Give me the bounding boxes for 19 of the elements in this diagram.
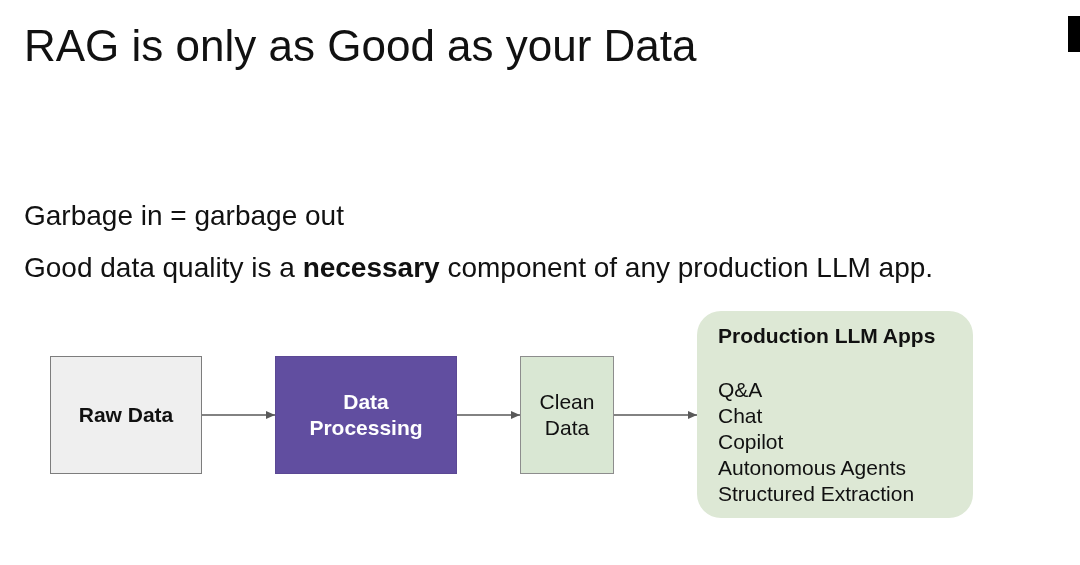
panel-heading: Production LLM Apps	[718, 323, 937, 349]
rounded-panel	[697, 311, 973, 518]
statement-text: Garbage in = garbage out	[24, 202, 344, 230]
box-label: Data Processing	[308, 389, 424, 441]
box-label: Clean Data	[538, 389, 596, 441]
statement-text: Good data quality is a necessary component of any production LLM app.	[24, 254, 934, 282]
arrow	[613, 411, 698, 419]
list-item: Chat	[718, 403, 764, 429]
process-box	[275, 356, 457, 474]
list-item: Structured Extraction	[718, 481, 916, 507]
slide-title: RAG is only as Good as your Data	[24, 24, 697, 68]
arrow	[456, 411, 521, 419]
process-box	[50, 356, 202, 474]
arrow	[201, 411, 276, 419]
list-item: Copilot	[718, 429, 785, 455]
list-item: Q&A	[718, 377, 764, 403]
box-label: Raw Data	[78, 402, 174, 428]
list-item: Autonomous Agents	[718, 455, 907, 481]
process-box	[520, 356, 614, 474]
